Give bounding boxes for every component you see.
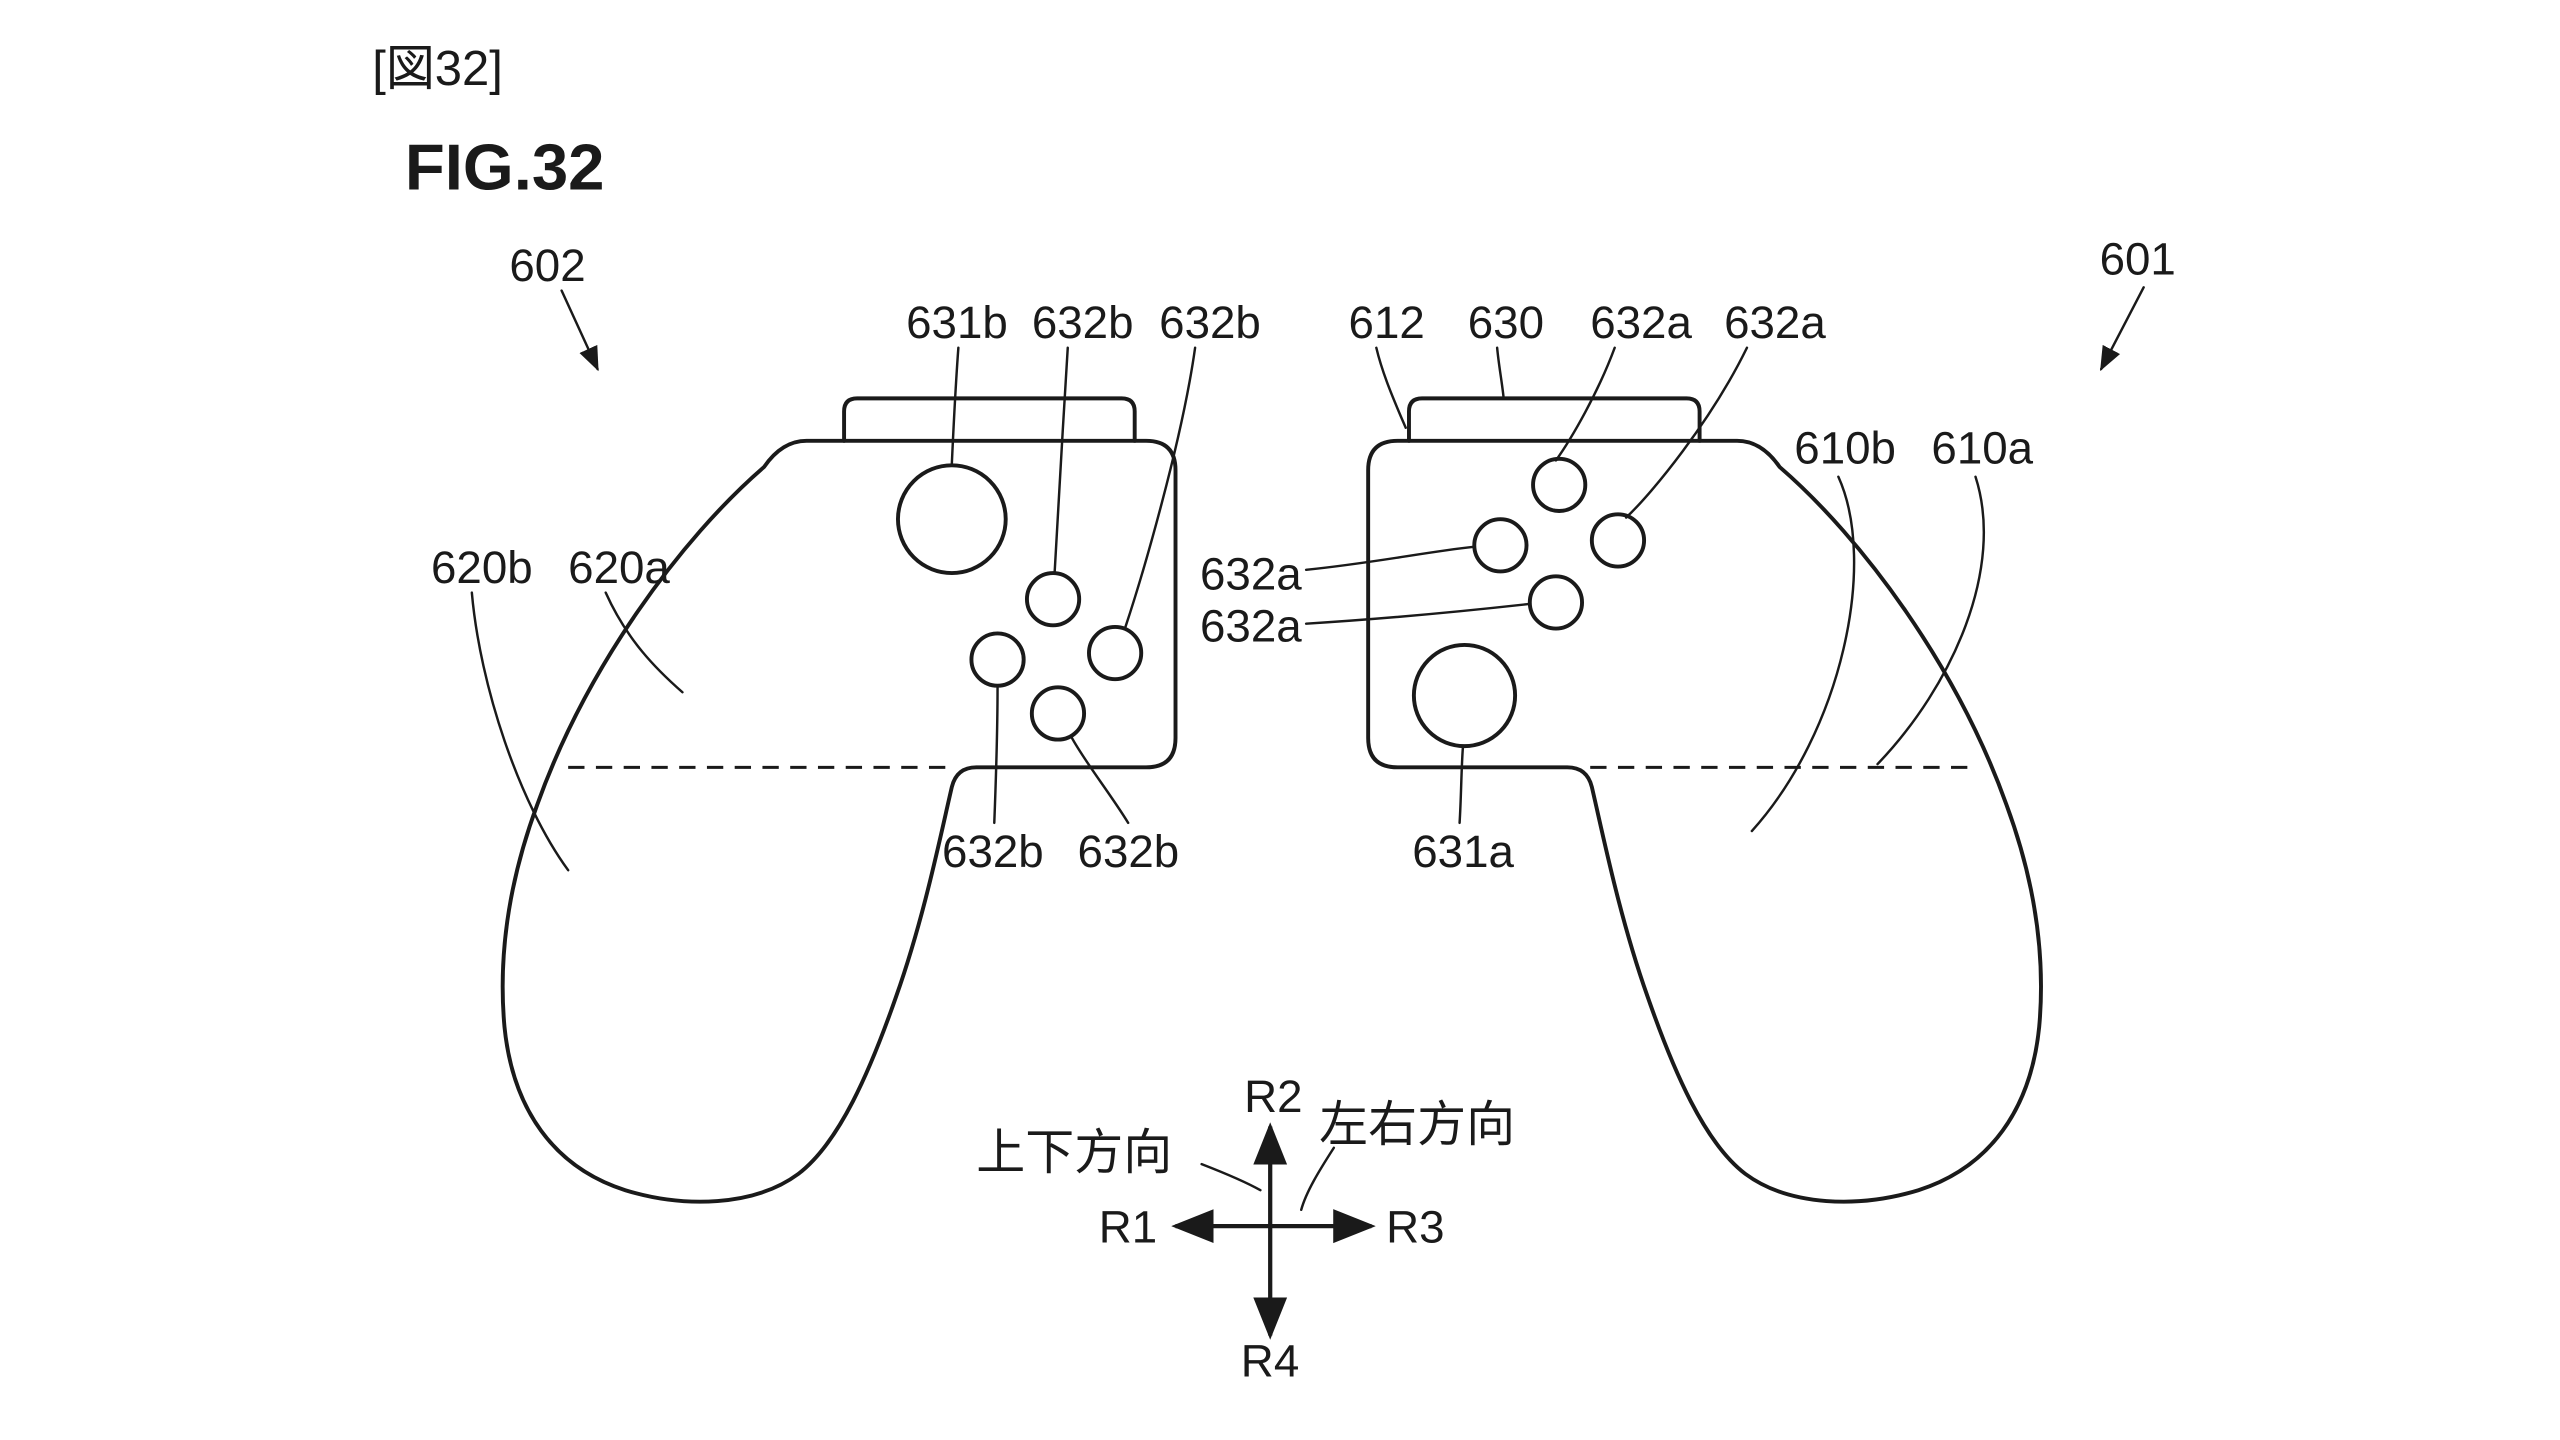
leader-631b bbox=[950, 346, 960, 465]
label-632a-mid-2: 632a bbox=[1200, 601, 1302, 652]
reference-labels: 602 601 631b 632b 632b 612 630 632a 632a… bbox=[431, 233, 2176, 877]
label-632b-bottom-1: 632b bbox=[942, 826, 1044, 877]
label-631a: 631a bbox=[1412, 826, 1514, 877]
left-small-button-top bbox=[1024, 571, 1082, 628]
left-small-button-left bbox=[969, 631, 1026, 688]
label-632b-top-2: 632b bbox=[1159, 297, 1261, 348]
label-631b: 631b bbox=[906, 297, 1008, 348]
leader-632a-mid-1 bbox=[1304, 545, 1474, 572]
label-r3: R3 bbox=[1386, 1201, 1444, 1252]
label-horizontal-axis: 左右方向 bbox=[1319, 1098, 1515, 1152]
leader-arrow-602 bbox=[560, 289, 599, 372]
label-r4: R4 bbox=[1241, 1335, 1299, 1386]
leader-arrow-601 bbox=[2100, 286, 2145, 372]
label-610b: 610b bbox=[1794, 423, 1896, 474]
left-controller bbox=[500, 396, 1178, 1204]
leader-632b-bottom-2 bbox=[1069, 735, 1130, 825]
label-vertical-axis: 上下方向 bbox=[976, 1126, 1172, 1180]
label-632a-mid-1: 632a bbox=[1200, 548, 1302, 599]
label-602: 602 bbox=[509, 240, 585, 291]
leader-632a-top-2 bbox=[1624, 346, 1749, 519]
leader-632a-top-1 bbox=[1554, 346, 1616, 462]
left-small-button-bottom bbox=[1029, 685, 1087, 742]
label-632b-bottom-2: 632b bbox=[1078, 826, 1180, 877]
leader-horizontal-axis-label bbox=[1300, 1146, 1336, 1212]
label-630: 630 bbox=[1468, 297, 1544, 348]
leader-632b-bottom-1 bbox=[993, 686, 999, 825]
right-small-button-top bbox=[1531, 456, 1588, 513]
right-controller-rail bbox=[1407, 396, 1702, 443]
label-601: 601 bbox=[2100, 233, 2176, 284]
right-small-button-right bbox=[1589, 512, 1647, 569]
leader-620b bbox=[470, 591, 570, 872]
label-r2: R2 bbox=[1244, 1071, 1302, 1122]
direction-compass: R2 R1 R3 R4 上下方向 左右方向 bbox=[976, 1071, 1515, 1386]
left-small-button-right bbox=[1087, 624, 1144, 682]
left-big-button bbox=[896, 463, 1008, 576]
right-small-button-bottom bbox=[1527, 574, 1584, 631]
label-r1: R1 bbox=[1099, 1201, 1157, 1252]
label-620a: 620a bbox=[568, 542, 670, 593]
label-612: 612 bbox=[1349, 297, 1425, 348]
left-controller-body bbox=[500, 438, 1178, 1204]
leader-630 bbox=[1495, 346, 1505, 400]
leader-632b-top-1 bbox=[1053, 346, 1069, 573]
right-controller bbox=[1366, 396, 2043, 1204]
label-632a-top-2: 632a bbox=[1724, 297, 1826, 348]
leader-612 bbox=[1375, 346, 1407, 429]
label-610a: 610a bbox=[1931, 423, 2033, 474]
leader-632a-mid-2 bbox=[1304, 602, 1530, 625]
leader-632b-top-2 bbox=[1123, 346, 1197, 630]
leader-vertical-axis-label bbox=[1200, 1162, 1262, 1192]
label-620b: 620b bbox=[431, 542, 533, 593]
leader-lines bbox=[470, 286, 2145, 872]
right-big-button bbox=[1411, 642, 1518, 749]
leader-620a bbox=[604, 591, 684, 694]
label-632a-top-1: 632a bbox=[1590, 297, 1692, 348]
figure-tag: [図32] bbox=[372, 42, 503, 96]
leader-610b bbox=[1750, 475, 1856, 833]
left-controller-rail bbox=[842, 396, 1137, 443]
figure-title: FIG.32 bbox=[405, 130, 605, 203]
right-small-button-left bbox=[1472, 517, 1529, 574]
leader-631a bbox=[1458, 746, 1465, 825]
label-632b-top-1: 632b bbox=[1032, 297, 1134, 348]
leader-610a bbox=[1876, 475, 1985, 766]
right-controller-body bbox=[1366, 438, 2043, 1204]
